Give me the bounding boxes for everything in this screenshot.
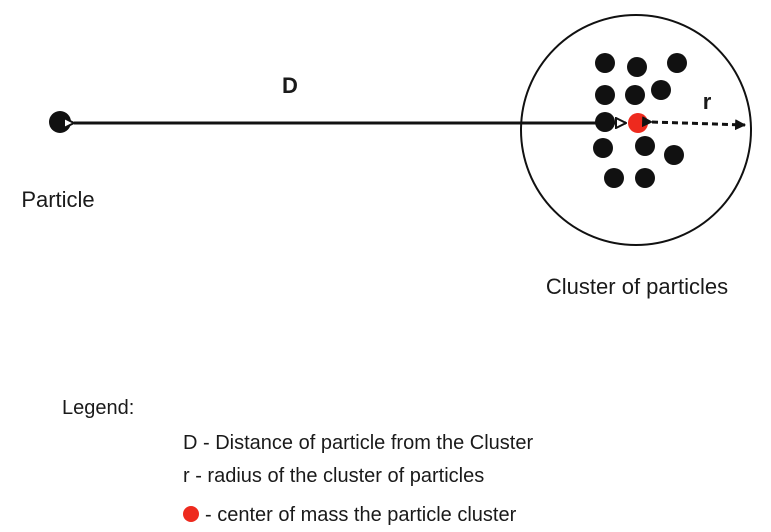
particle-dot <box>49 111 71 133</box>
radius-label: r <box>703 89 712 114</box>
cluster-particle <box>604 168 624 188</box>
legend-item-distance: D - Distance of particle from the Cluste… <box>183 432 534 454</box>
center-of-mass-dot <box>628 113 648 133</box>
distance-label: D <box>282 73 298 98</box>
cluster-label: Cluster of particles <box>546 274 728 299</box>
cluster-particle <box>667 53 687 73</box>
cluster-particle <box>635 136 655 156</box>
cluster-particle <box>595 53 615 73</box>
cluster-particle <box>651 80 671 100</box>
radius-arrow <box>641 116 747 131</box>
particle-label: Particle <box>21 187 94 212</box>
cluster-particle <box>595 85 615 105</box>
legend-item-radius: r - radius of the cluster of particles <box>183 465 485 487</box>
legend-item-center-of-mass: - center of mass the particle cluster <box>183 505 516 525</box>
cluster-particle <box>635 168 655 188</box>
cluster-particle <box>664 145 684 165</box>
legend-item-center-of-mass-text: - center of mass the particle cluster <box>205 504 517 526</box>
cluster-particle <box>627 57 647 77</box>
legend-title: Legend: <box>62 397 135 419</box>
center-of-mass-legend-icon <box>183 506 199 522</box>
cluster-particle <box>625 85 645 105</box>
cluster-particle <box>593 138 613 158</box>
